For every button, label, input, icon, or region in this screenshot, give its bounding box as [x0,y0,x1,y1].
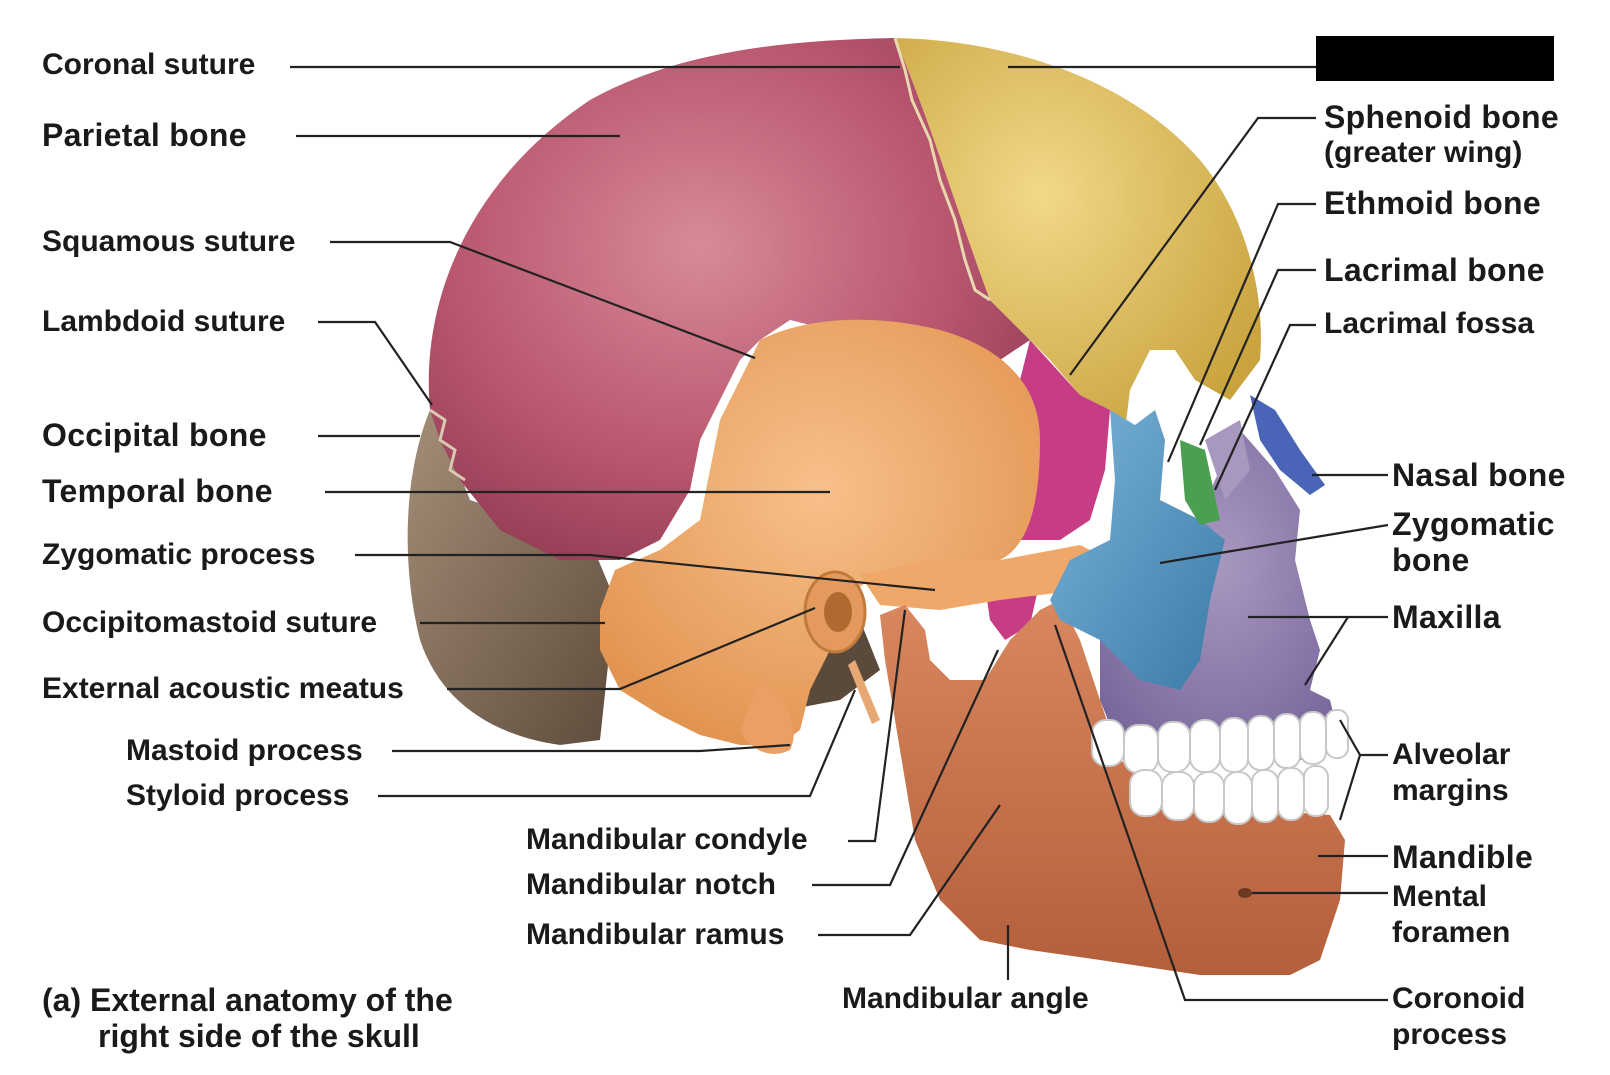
label-occipitomastoid-suture: Occipitomastoid suture [42,606,378,639]
label-lambdoid-suture: Lambdoid suture [42,305,286,338]
upper-teeth [1091,709,1349,774]
label-lacrimal-fossa: Lacrimal fossa [1324,307,1535,340]
lambdoid-suture-line [429,408,466,482]
occipital-bone-shape [407,410,615,745]
label-mandibular-notch: Mandibular notch [526,868,776,901]
label-zygomatic-bone-sub: bone [1392,542,1470,578]
label-mandibular-condyle: Mandibular condyle [526,823,808,856]
label-nasal-bone: Nasal bone [1392,457,1566,493]
label-maxilla: Maxilla [1392,599,1501,635]
figure-caption: (a) External anatomy of the right side o… [42,982,453,1054]
label-styloid-process: Styloid process [126,779,350,812]
label-temporal-bone: Temporal bone [42,473,273,509]
frontal-bone-shape [895,38,1261,430]
temporal-bone-shape [600,319,1040,745]
label-coronoid-process: Coronoid [1392,982,1526,1015]
coronal-suture-line [893,37,991,302]
label-occipital-bone: Occipital bone [42,417,267,453]
label-alveolar-margins: Alveolar [1392,738,1511,771]
label-parietal-bone: Parietal bone [42,117,247,153]
mandible-shape [880,600,1345,975]
caption-line-1: (a) External anatomy of the [42,982,453,1018]
nasal-bone-shape [1250,395,1325,495]
label-squamous-suture: Squamous suture [42,225,296,258]
label-mandibular-ramus: Mandibular ramus [526,918,785,951]
label-mastoid-process: Mastoid process [126,734,363,767]
label-lacrimal-bone: Lacrimal bone [1324,252,1545,288]
zygomatic-bone-shape [1050,410,1225,690]
mandibular-notch-shape [930,625,1000,669]
zygomatic-process-shape [860,545,1110,610]
label-alveolar-margins-sub: margins [1392,774,1509,807]
lower-teeth [1129,765,1329,825]
leader-lines [290,65,1389,1002]
caption-line-2: right side of the skull [98,1018,420,1054]
label-ethmoid-bone: Ethmoid bone [1324,185,1541,221]
label-sphenoid-bone-sub: (greater wing) [1324,136,1523,169]
label-mental-foramen: Mental [1392,880,1488,913]
label-coronoid-process-sub: process [1392,1018,1508,1051]
ethmoid-bone-shape [1180,440,1220,525]
label-mandible: Mandible [1392,839,1534,875]
label-zygomatic-bone: Zygomatic [1392,506,1555,542]
label-coronal-suture: Coronal suture [42,48,256,81]
label-sphenoid-bone: Sphenoid bone [1324,99,1559,135]
label-zygomatic-process: Zygomatic process [42,538,316,571]
label-mandibular-angle: Mandibular angle [842,982,1089,1015]
redacted-label-box [1316,36,1554,81]
parietal-bone-shape [428,38,1030,560]
styloid-process-shape [848,660,880,724]
label-external-acoustic-meatus: External acoustic meatus [42,672,404,705]
mental-foramen-shape [1238,888,1252,898]
mastoid-process-shape [740,680,794,754]
label-mental-foramen-sub: foramen [1392,916,1511,949]
